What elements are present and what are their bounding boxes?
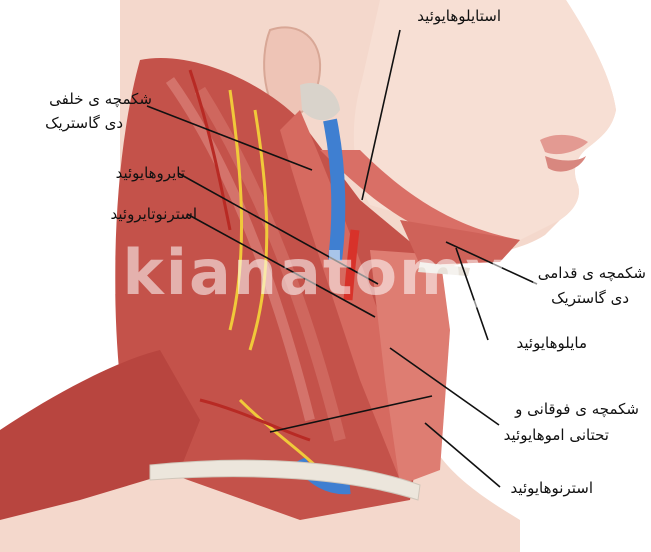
label-mylohyoid: مایلوهایوئید [517,332,587,354]
label-sternothyroid: استرنوتایروئید [111,203,197,225]
label-thyrohyoid: تایروهایوئید [116,162,185,184]
label-omohyoid-line1: شکمچه ی فوقانی و [515,398,639,420]
label-stylohyoid: استایلوهایوئید [417,5,501,27]
watermark: wikianatomy.ir [40,236,584,309]
label-posterior-digastric-line1: شکمچه ی خلفی [49,88,152,110]
label-anterior-digastric-line2: دی گاستریک [551,287,629,309]
label-omohyoid-line2: تحتانی اموهایوئید [504,424,609,446]
label-sternohyoid: استرنوهایوئید [511,477,593,499]
label-anterior-digastric-line1: شکمچه ی قدامی [538,262,646,284]
label-posterior-digastric-line2: دی گاستریک [45,112,123,134]
